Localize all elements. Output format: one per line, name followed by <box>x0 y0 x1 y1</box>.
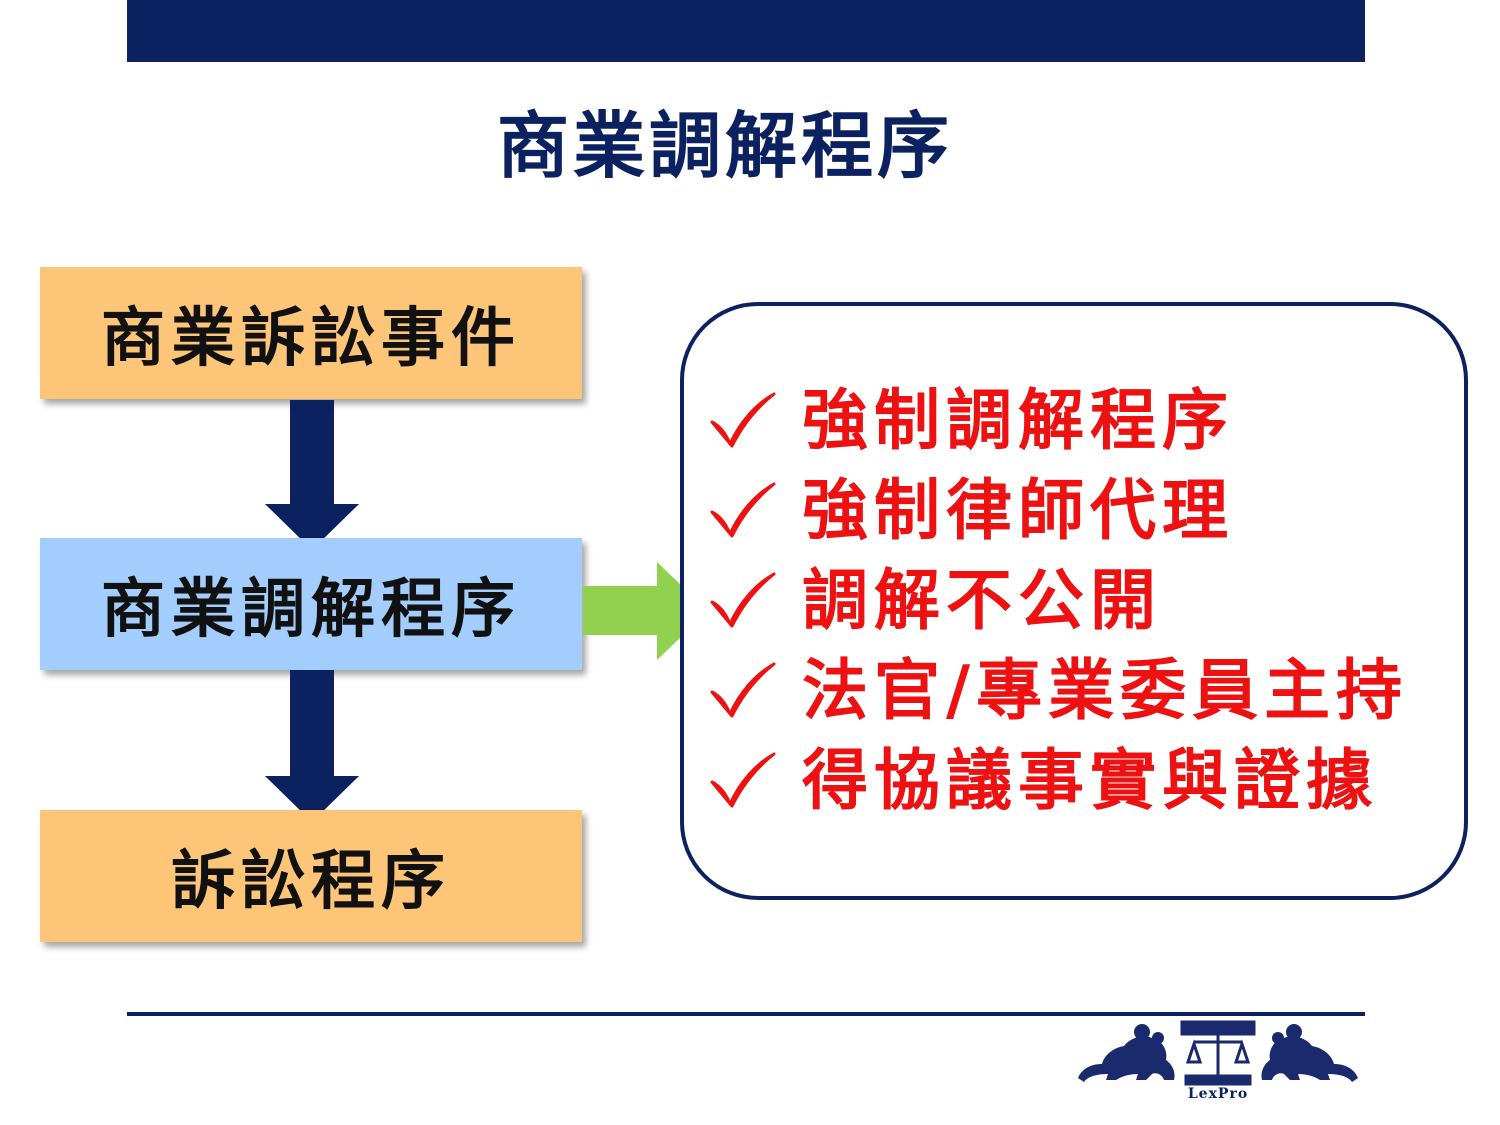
footer-divider <box>127 1012 1365 1016</box>
down-arrow-2 <box>265 670 359 822</box>
checkmark-icon <box>710 572 776 628</box>
feature-text: 調解不公開 <box>802 561 1162 639</box>
flow-step-commercial-litigation: 商業訴訟事件 <box>40 267 582 399</box>
feature-text: 強制調解程序 <box>802 381 1234 459</box>
feature-item: 調解不公開 <box>708 555 1408 645</box>
checkmark-icon <box>710 392 776 448</box>
flow-step-litigation: 訴訟程序 <box>40 810 582 942</box>
checkmark-icon <box>710 482 776 538</box>
mediation-features-panel <box>680 302 1468 900</box>
feature-item: 得協議事實與證據 <box>708 735 1408 825</box>
logo-text: LexPro <box>1187 1086 1249 1102</box>
flow-step-commercial-mediation: 商業調解程序 <box>40 538 582 670</box>
top-banner <box>127 0 1365 62</box>
checkmark-icon <box>710 752 776 808</box>
feature-item: 強制調解程序 <box>708 375 1408 465</box>
checkmark-icon <box>710 662 776 718</box>
feature-item: 法官/專業委員主持 <box>708 645 1408 735</box>
lexpro-logo: LexPro <box>1072 1018 1364 1106</box>
down-arrow-1 <box>265 400 359 550</box>
feature-text: 法官/專業委員主持 <box>802 651 1409 729</box>
feature-item: 強制律師代理 <box>708 465 1408 555</box>
right-arrow <box>583 562 708 660</box>
feature-text: 得協議事實與證據 <box>802 741 1378 819</box>
lexpro-logo-icon <box>1078 1020 1358 1086</box>
feature-list: 強制調解程序 強制律師代理 調解不公開 法官/專業委員主持 得協議事實與證據 <box>708 375 1408 825</box>
feature-text: 強制律師代理 <box>802 471 1234 549</box>
slide-title: 商業調解程序 <box>496 103 953 188</box>
